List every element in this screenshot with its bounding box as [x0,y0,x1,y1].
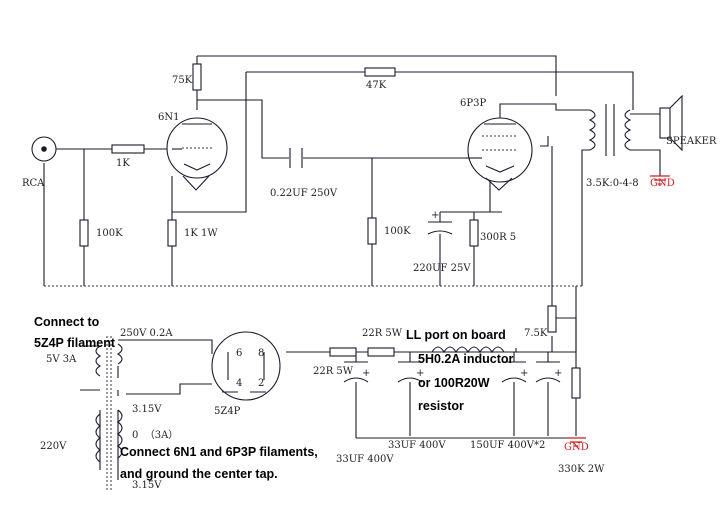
note-filament-line1: Connect to [34,315,100,329]
amp-wiring [43,55,661,306]
output-transformer [588,104,632,156]
sec-0-3a-label: 0 （3A） [132,429,178,441]
capacitor-150uf-label: 150UF 400V*2 [470,440,545,451]
ground-bottom-icon [566,437,586,447]
resistor-1k-input [111,144,145,154]
capacitor-33uf-b: + [397,361,424,383]
ground-top-label: GND [650,178,675,189]
resistor-22r-a [329,347,357,357]
rca-label: RCA [22,178,45,189]
svg-text:+: + [520,368,528,379]
sec-3-15v-a-label: 3.15V [132,404,162,415]
note-heater-line1: Connect 6N1 and 6P3P filaments, [120,445,318,459]
note-filament-line2: 5Z4P filament [34,336,116,350]
power-transformer [95,336,123,492]
resistor-7-5k [547,305,557,333]
tube-6p3p-label: 6P3P [460,98,486,109]
resistor-300r-label: 300R 5 [480,232,516,243]
tube-6p3p [466,117,533,191]
resistor-100k-grid-label: 100K [96,228,123,239]
svg-text:+: + [362,368,370,379]
resistor-22r-b [367,347,395,357]
resistor-330k-label: 330K 2W [558,464,605,475]
speaker-label: SPEAKER [666,136,717,147]
pin-6-label: 6 [236,348,242,359]
resistor-22r-a-label: 22R 5W [313,366,354,377]
note-ll-line3: or 100R20W [418,376,490,390]
capacitor-220uf: + [427,210,453,235]
speaker-icon [659,94,683,152]
capacitor-33uf-a-label: 33UF 400V [336,454,394,465]
note-heater-line2: and ground the center tap. [120,467,278,481]
pri-220v-label: 220V [40,441,67,452]
resistor-47k-label: 47K [366,80,387,91]
resistor-47k [364,67,396,77]
note-ll-line1: LL port on board [406,328,506,342]
resistor-7-5k-label: 7.5K [524,328,548,339]
note-ll-line4: resistor [418,399,464,413]
capacitor-33uf-b-label: 33UF 400V [388,440,446,451]
capacitor-0-22uf-label: 0.22UF 250V [270,188,338,199]
capacitor-0-22uf [289,148,303,168]
note-ll-line2: 5H0.2A inductor [418,352,514,366]
capacitor-150uf-a: + [501,361,528,383]
resistor-22r-b-label: 22R 5W [362,328,403,339]
ground-bottom-label: GND [564,442,589,453]
resistor-1k-input-label: 1K [116,158,130,169]
resistor-100k-output-label: 100K [384,226,411,237]
svg-text:+: + [416,368,424,379]
sec-3-15v-b-label: 3.15V [132,480,162,491]
capacitor-150uf-b: + [535,361,562,383]
capacitor-33uf-a: + [343,361,370,383]
sec-250v-label: 250V 0.2A [120,328,173,339]
tube-5z4p [211,331,281,401]
sec-5v-label: 5V 3A [46,354,77,365]
svg-text:+: + [554,368,562,379]
pin-2-label: 2 [258,378,264,389]
resistor-300r [469,219,479,247]
tube-6n1 [166,117,228,191]
resistor-330k [571,367,581,399]
tube-5z4p-label: 5Z4P [214,406,241,417]
ground-top-icon [650,175,670,185]
capacitor-220uf-label: 220UF 25V [413,263,471,274]
resistor-100k-output [367,217,377,245]
pin-8-label: 8 [258,348,264,359]
resistor-75k-label: 75K [172,75,193,86]
resistor-100k-grid [79,219,89,247]
psu-wiring [80,286,577,480]
inductor-ll [431,346,505,354]
transformer-taps-label: 3.5K:0-4-8 [586,178,639,189]
resistor-75k [192,63,202,91]
resistor-1k-1w-label: 1K 1W [184,228,218,239]
pin-4-label: 4 [236,378,242,389]
tube-6n1-label: 6N1 [158,112,179,123]
svg-text:+: + [431,210,439,221]
rca-jack [31,136,57,162]
resistor-1k-1w [167,219,177,247]
